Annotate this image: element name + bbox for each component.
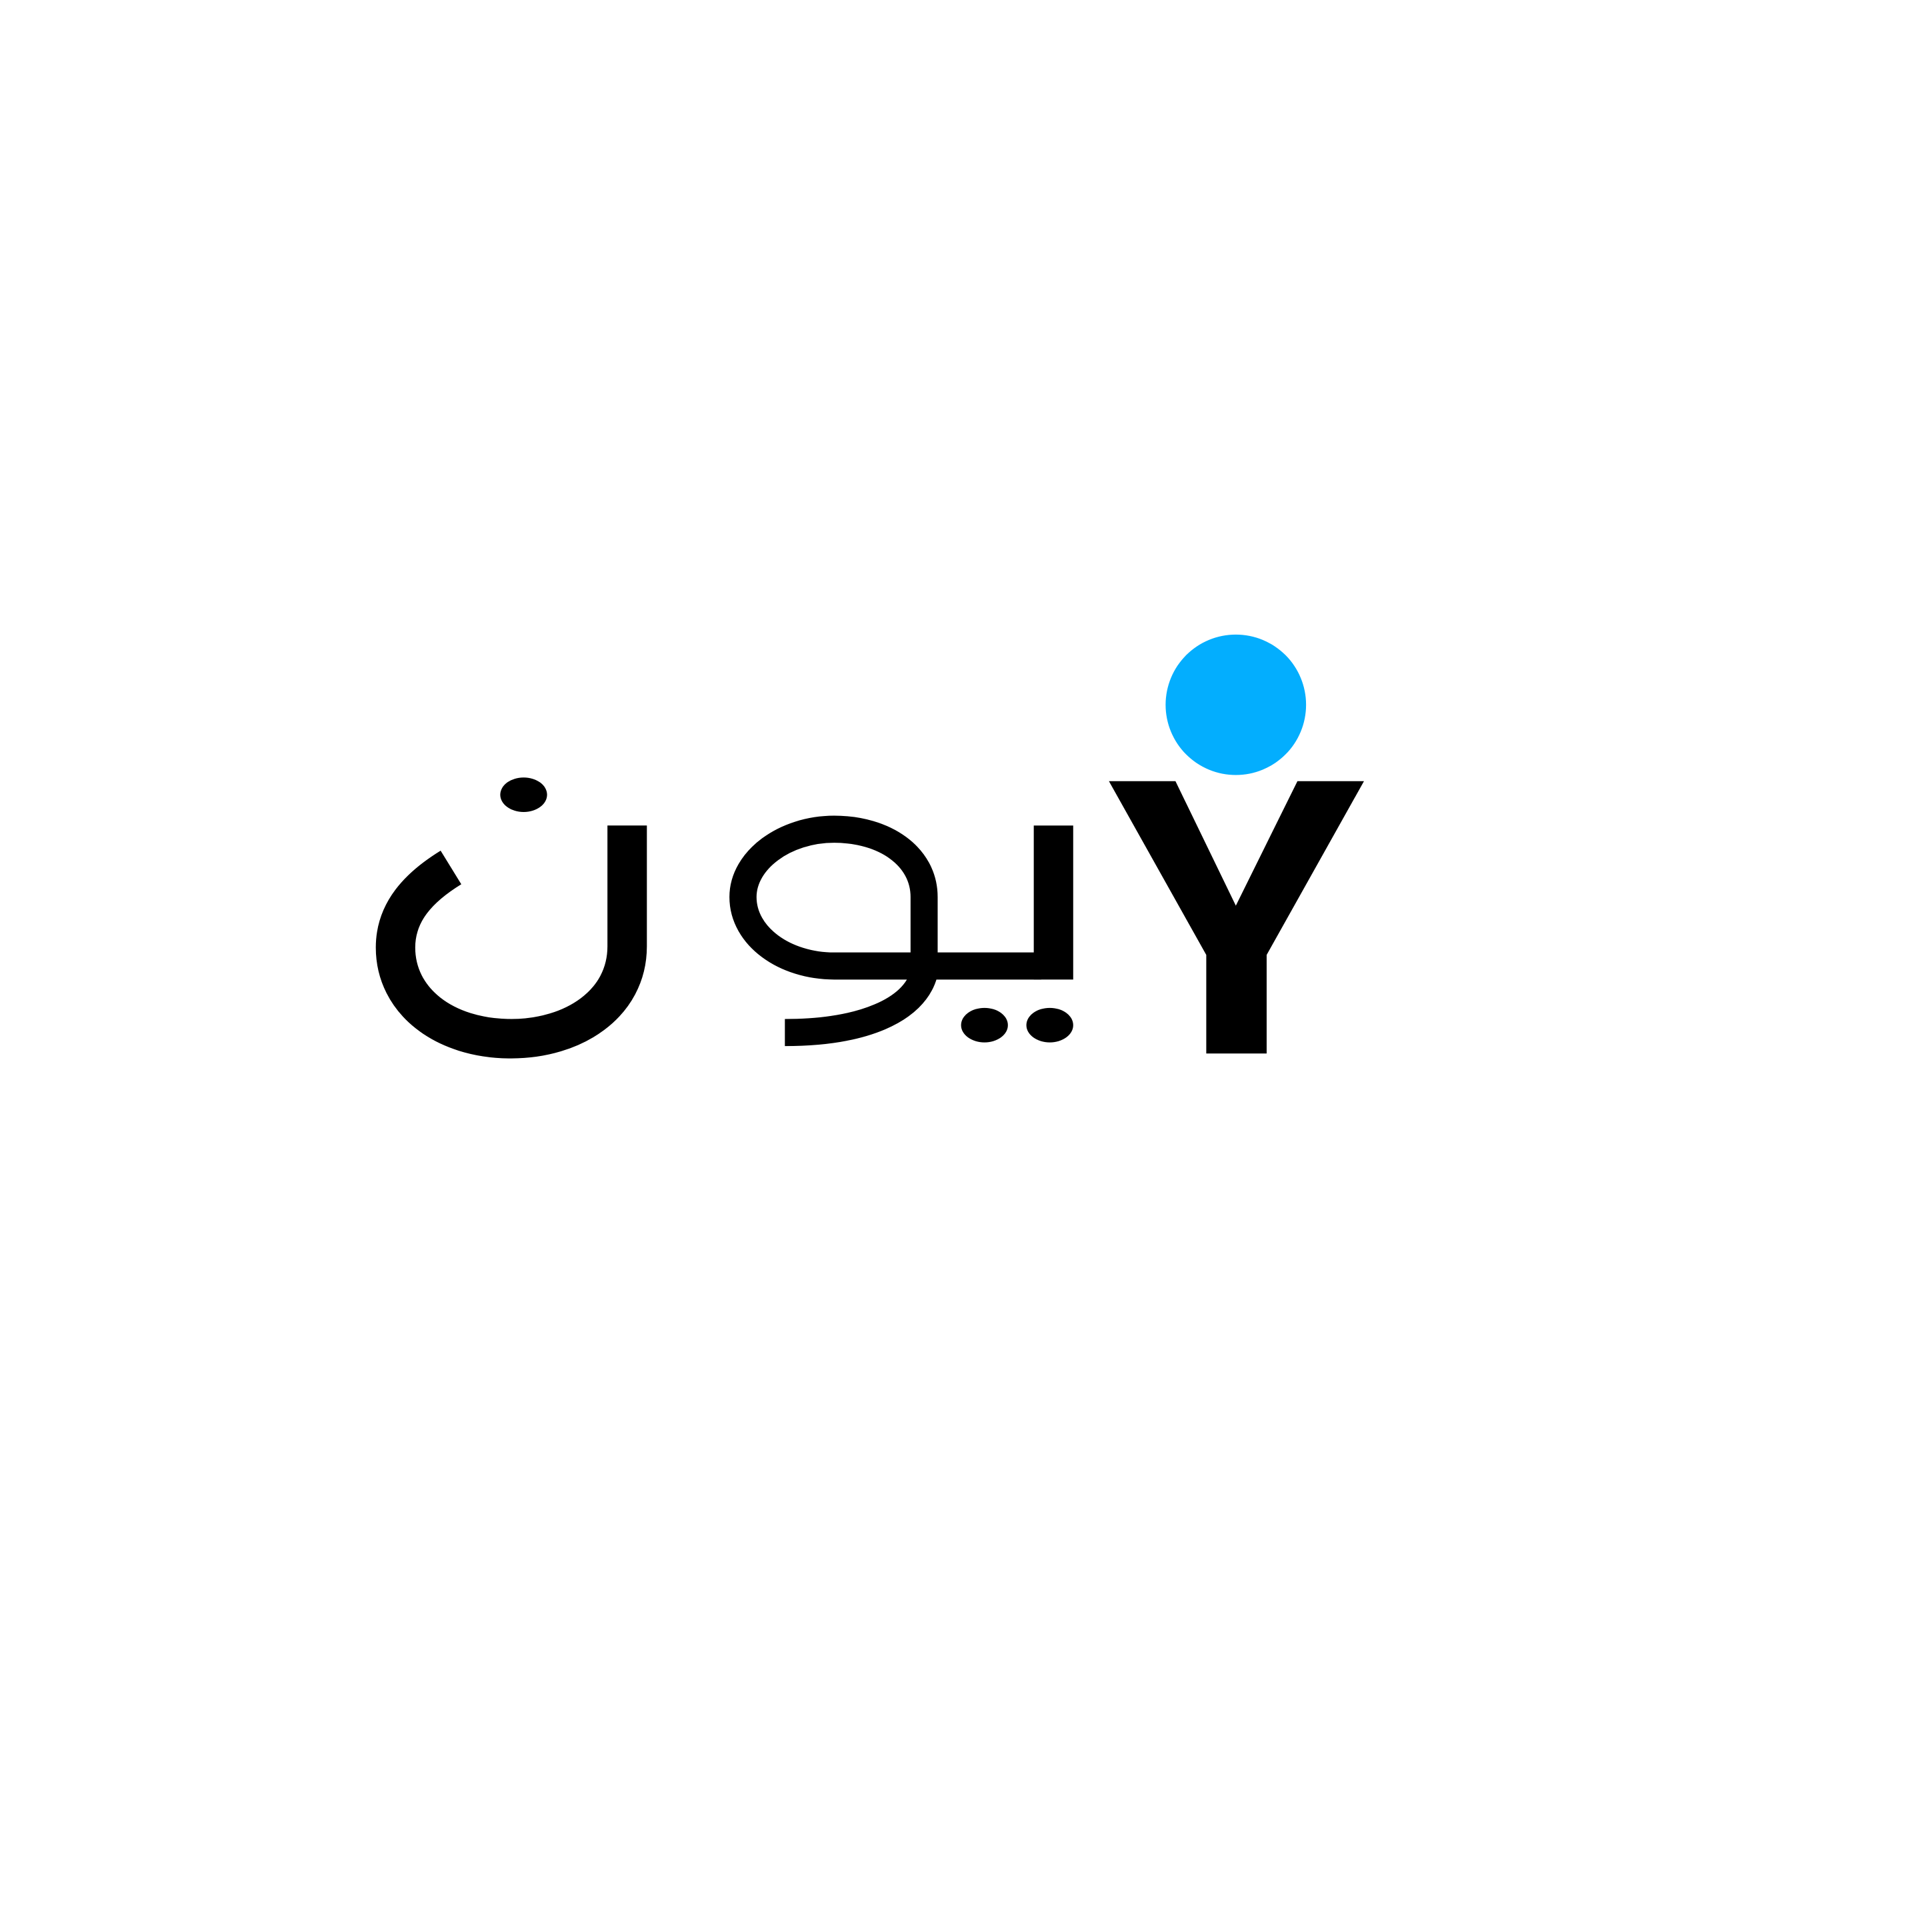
logo-letter-y [1109, 781, 1364, 1054]
logo-yeh-dot-right [1026, 1007, 1073, 1043]
logo-waw-tail [785, 969, 937, 1047]
logo-letter-waw [729, 815, 1041, 980]
logo-yeh-dot-left [961, 1007, 1008, 1043]
logo-noon-dot [500, 777, 547, 812]
logo-letter-yeh [1033, 825, 1073, 980]
logo-blue-dot [1165, 634, 1307, 775]
logo-arabic-wordmark [375, 777, 1073, 1059]
logo-letter-noon [375, 825, 647, 1059]
